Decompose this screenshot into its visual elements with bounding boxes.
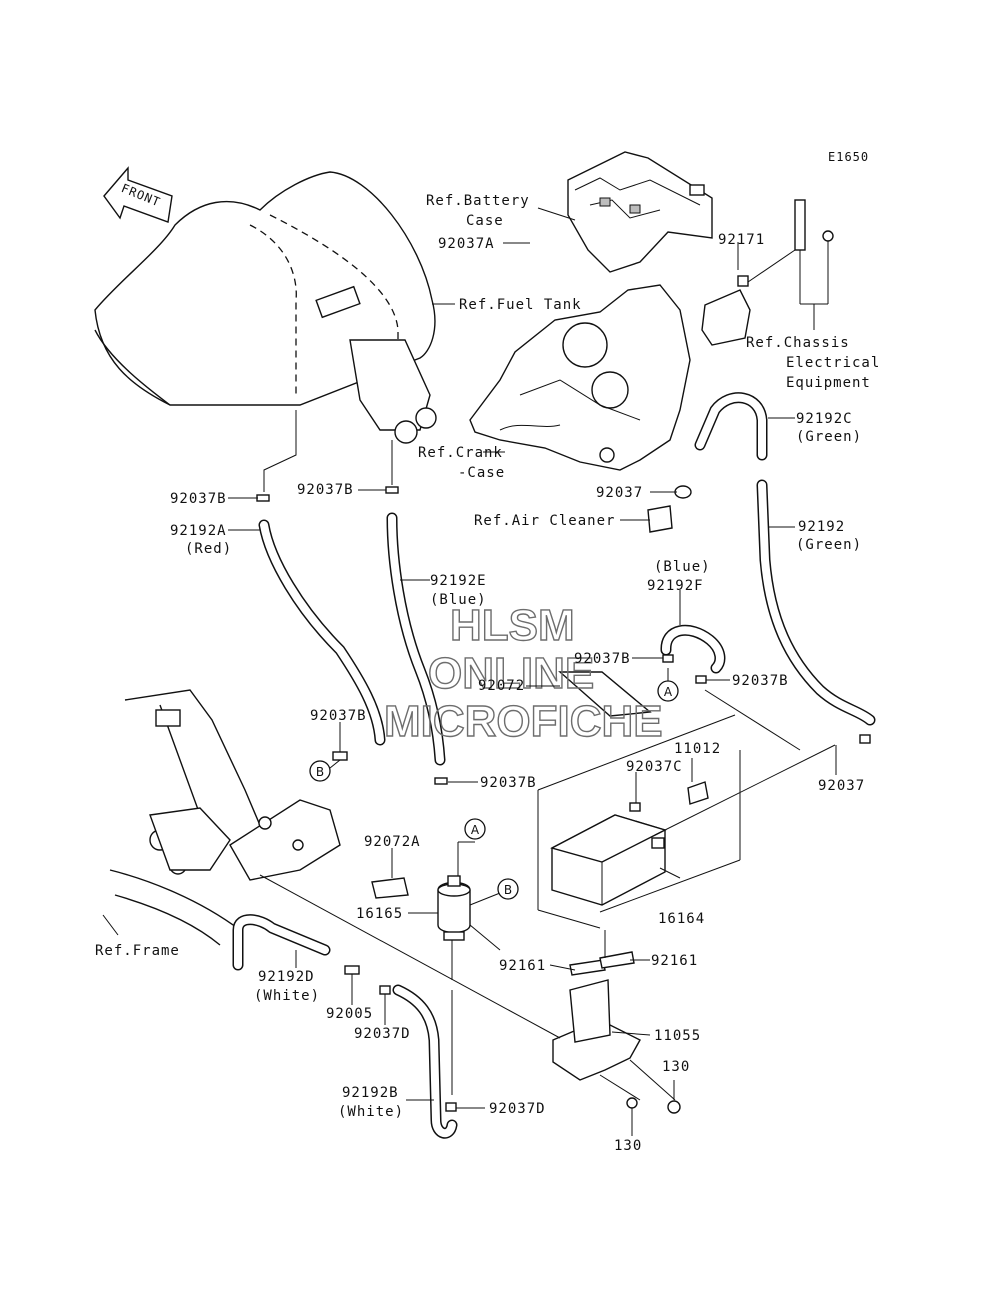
label-92072: 92072 [478, 678, 525, 694]
label-green-c: (Green) [796, 429, 862, 445]
label-ref-fuel-tank: Ref.Fuel Tank [459, 297, 582, 313]
label-ref-battery-1: Ref.Battery [426, 193, 530, 209]
frame-drawing [102, 689, 341, 946]
watermark: HLSM ONLINE MICROFICHE [383, 600, 663, 746]
label-92037-top: 92037 [596, 485, 643, 501]
label-92161-left: 92161 [499, 958, 546, 974]
label-green-92192: (Green) [796, 537, 862, 553]
hose-92192F-blue [660, 624, 726, 684]
chassis-bracket-drawing [747, 199, 834, 330]
label-92037B-f2: 92037B [732, 673, 789, 689]
label-ref-chassis-3: Equipment [786, 375, 871, 391]
marker-b-lower: B [497, 878, 519, 900]
label-92192B: 92192B [342, 1085, 399, 1101]
strap-92072 [558, 671, 652, 717]
label-92192E: 92192E [430, 573, 487, 589]
label-92037-right: 92037 [818, 778, 865, 794]
label-92037B-left: 92037B [170, 491, 227, 507]
label-92192A: 92192A [170, 523, 227, 539]
crankcase-drawing [469, 275, 751, 471]
label-white-b: (White) [338, 1104, 404, 1120]
label-92171: 92171 [718, 232, 765, 248]
label-92192C: 92192C [796, 411, 853, 427]
watermark-line-1: HLSM [450, 601, 575, 650]
label-ref-crank-2: -Case [458, 465, 505, 481]
label-92037A: 92037A [438, 236, 495, 252]
label-92037D-left: 92037D [354, 1026, 411, 1042]
diagram-code: E1650 [828, 150, 869, 164]
label-ref-battery-2: Case [466, 213, 504, 229]
marker-b-lower-text: B [504, 883, 512, 897]
filter-16165 [371, 841, 501, 980]
label-blue-e: (Blue) [430, 592, 487, 608]
label-92005: 92005 [326, 1006, 373, 1022]
front-arrow-icon: FRONT [103, 166, 173, 223]
label-92037D-bottom: 92037D [489, 1101, 546, 1117]
hose-92192-green [647, 392, 876, 744]
leader-lines [228, 207, 837, 1136]
label-ref-chassis-1: Ref.Chassis [746, 335, 850, 351]
marker-a-upper-text: A [664, 685, 673, 699]
canister-16164 [537, 689, 836, 929]
hose-92192E-blue [385, 486, 448, 785]
bracket-11055 [259, 874, 681, 1114]
label-92192: 92192 [798, 519, 845, 535]
label-red-a: (Red) [185, 541, 232, 557]
label-92037B-c: 92037B [480, 775, 537, 791]
label-ref-crank-1: Ref.Crank [418, 445, 503, 461]
label-ref-frame: Ref.Frame [95, 943, 180, 959]
marker-a-upper: A [657, 668, 679, 702]
part-labels: Ref.Battery Case 92037A 92171 Ref.Chassi… [95, 193, 880, 1154]
watermark-line-2: ONLINE [428, 649, 594, 698]
marker-a-lower-text: A [471, 823, 480, 837]
marker-b-left-text: B [316, 765, 324, 779]
label-16165: 16165 [356, 906, 403, 922]
label-92192F: 92192F [647, 578, 704, 594]
label-16164: 16164 [658, 911, 705, 927]
label-92037B-f1: 92037B [574, 651, 631, 667]
label-11012: 11012 [674, 741, 721, 757]
label-92072A: 92072A [364, 834, 421, 850]
label-92037B-b: 92037B [310, 708, 367, 724]
battery-case-drawing [567, 151, 713, 273]
label-11055: 11055 [654, 1028, 701, 1044]
label-92192D: 92192D [258, 969, 315, 985]
fuel-tank-drawing [94, 171, 437, 492]
label-130-right: 130 [662, 1059, 690, 1075]
label-blue-f: (Blue) [654, 559, 711, 575]
label-92037B-mid: 92037B [297, 482, 354, 498]
label-92037C: 92037C [626, 759, 683, 775]
label-92161-right: 92161 [651, 953, 698, 969]
label-ref-chassis-2: Electrical [786, 355, 880, 371]
label-130-bottom: 130 [614, 1138, 642, 1154]
hose-92192B-white [392, 984, 458, 1139]
watermark-line-3: MICROFICHE [384, 697, 663, 746]
label-ref-air-cleaner: Ref.Air Cleaner [474, 513, 615, 529]
marker-b-left: B [309, 759, 341, 782]
label-white-d: (White) [254, 988, 320, 1004]
marker-a-lower: A [464, 818, 486, 840]
